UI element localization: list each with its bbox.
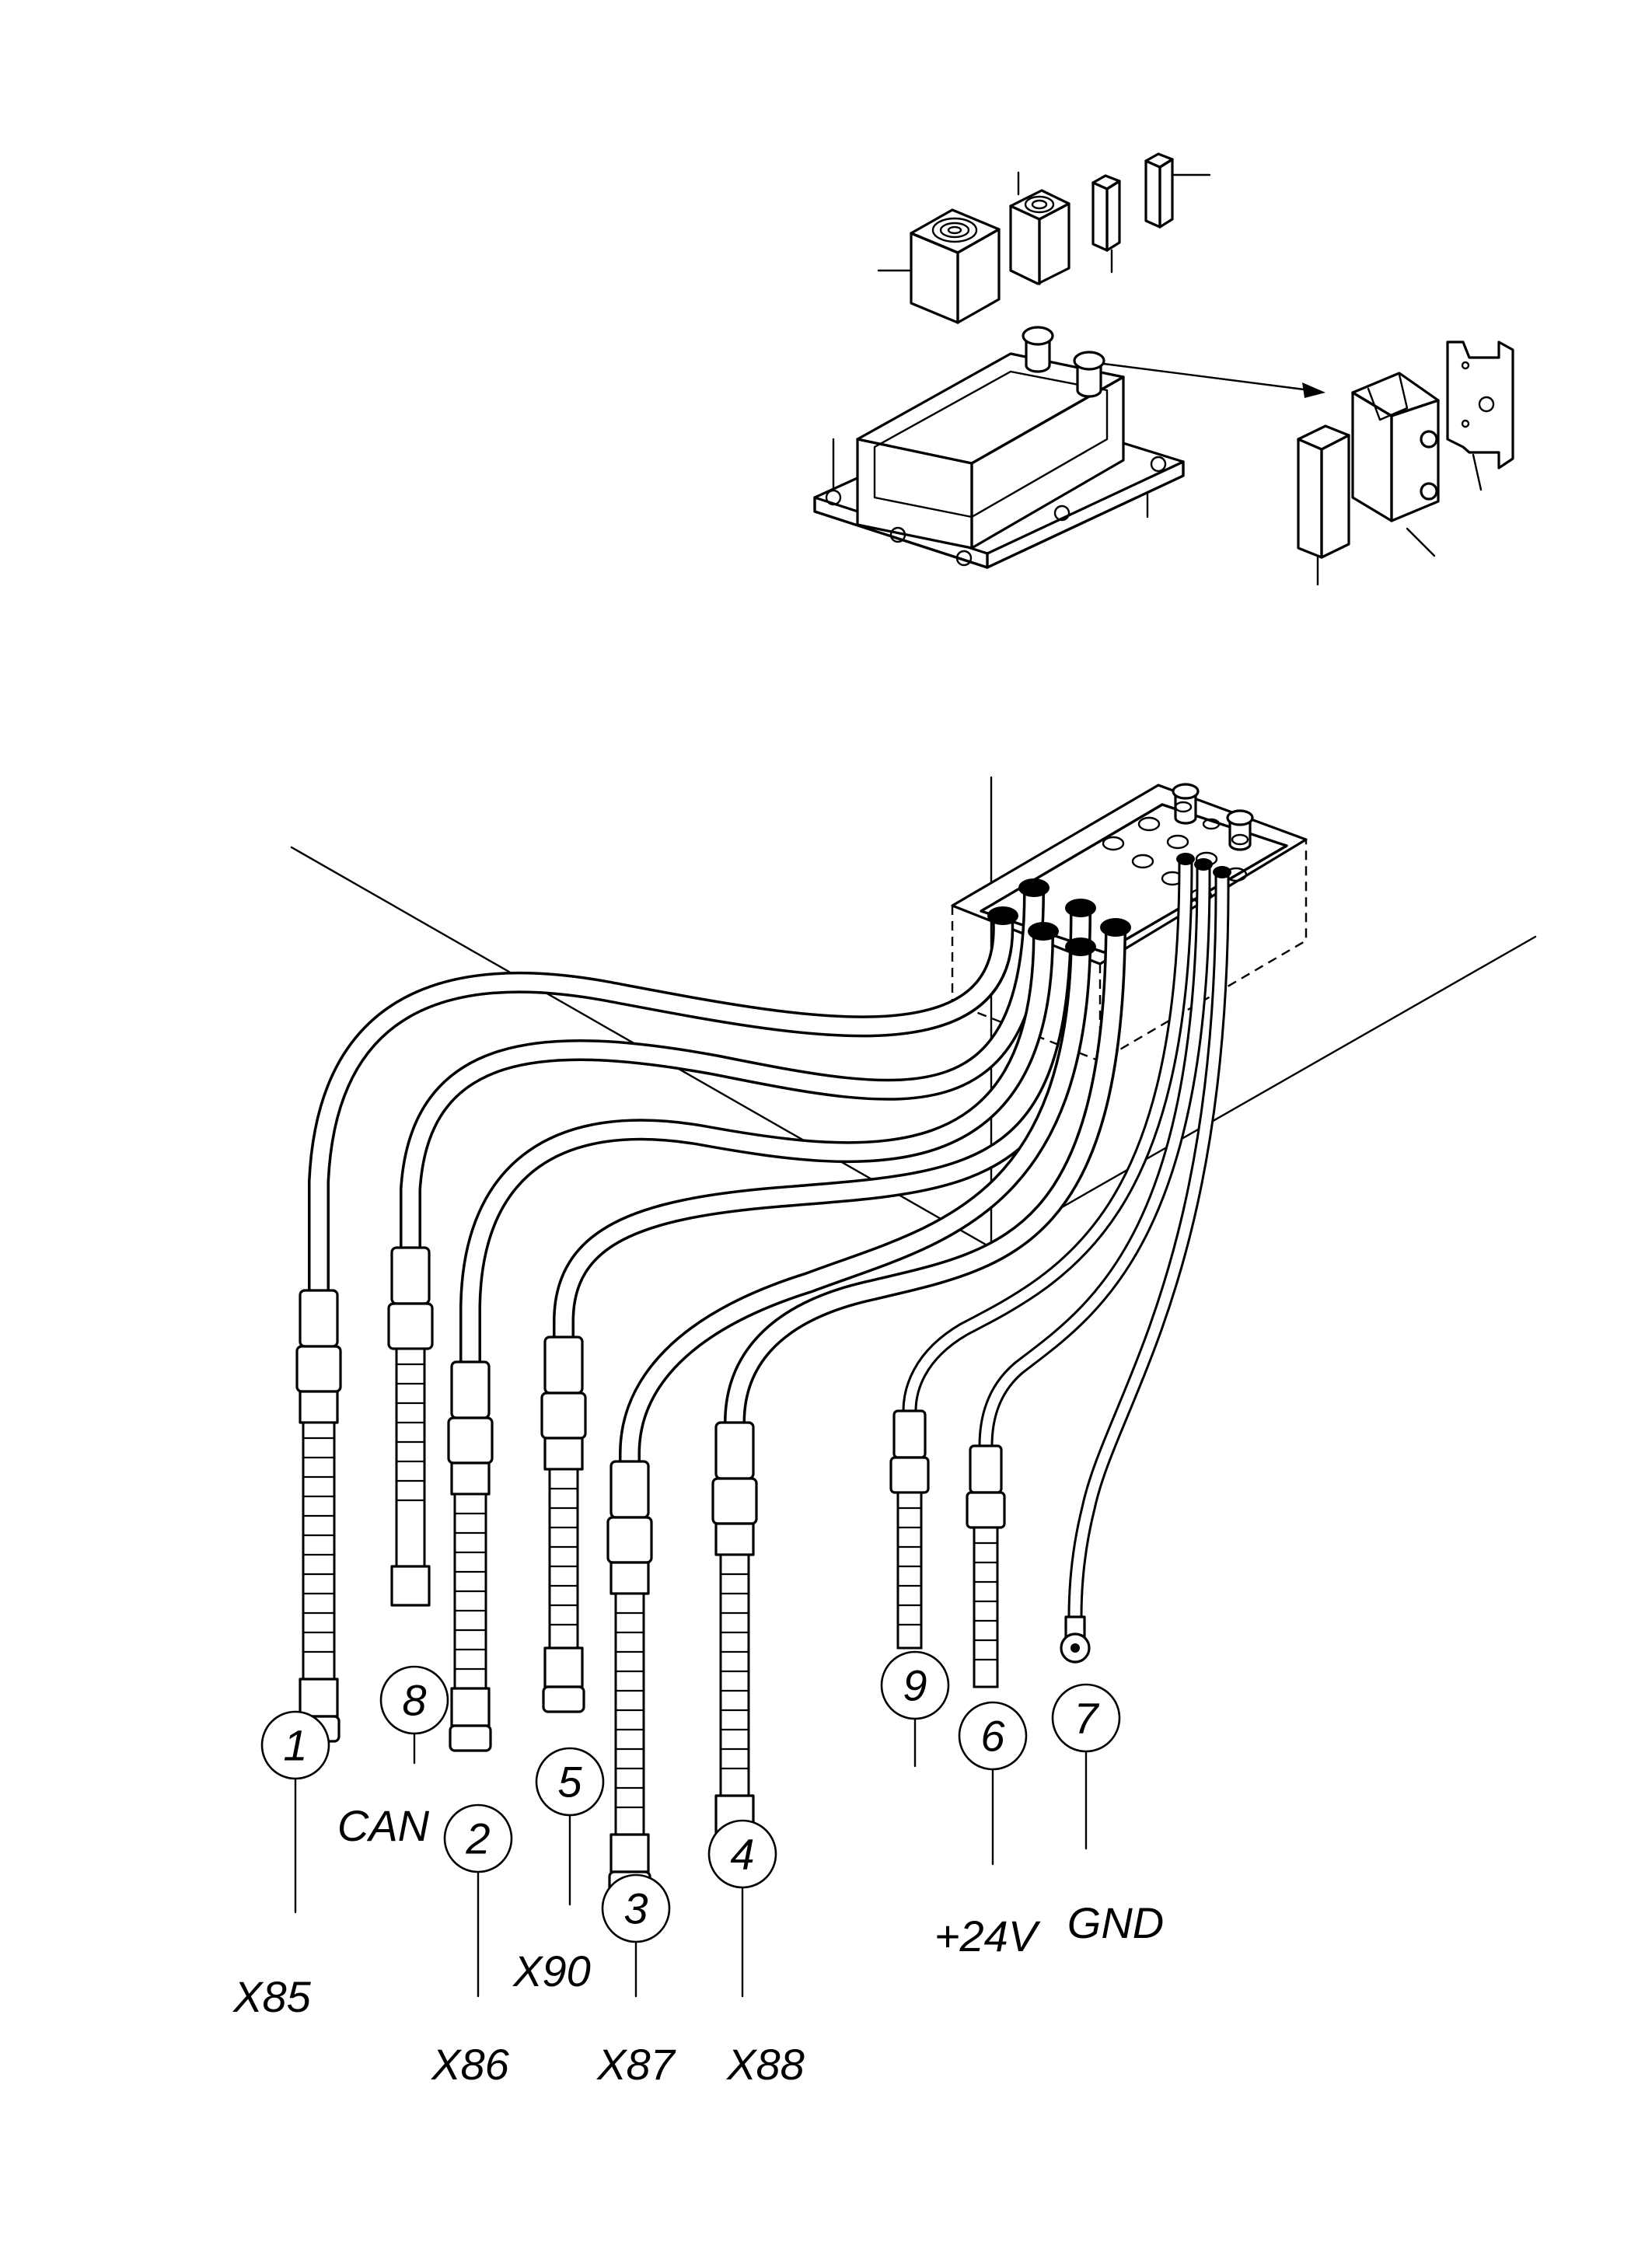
rubber-pad — [1297, 424, 1350, 586]
label-x85: X85 — [232, 1972, 311, 2021]
connector-9 — [889, 1409, 930, 1650]
callout-5: 5 — [535, 1747, 605, 1817]
callout-2: 2 — [443, 1803, 513, 1873]
svg-text:3: 3 — [623, 1884, 648, 1933]
svg-text:6: 6 — [980, 1712, 1005, 1761]
callout-3: 3 — [601, 1873, 671, 1943]
svg-text:7: 7 — [1074, 1694, 1099, 1743]
connector-6 — [966, 1444, 1006, 1688]
callout-9: 9 — [880, 1650, 950, 1720]
pin-insert-small-1 — [1091, 174, 1121, 274]
connector-3 — [606, 1460, 653, 1898]
harness-view: 1 8 2 5 3 4 9 6 — [232, 776, 1537, 2089]
svg-text:8: 8 — [402, 1676, 426, 1725]
cables — [308, 882, 1126, 1472]
exploded-view — [813, 152, 1514, 586]
svg-text:4: 4 — [730, 1830, 754, 1879]
label-x90: X90 — [512, 1947, 591, 1995]
svg-text:1: 1 — [283, 1721, 307, 1770]
thin-wires — [902, 855, 1230, 1625]
label-gnd: GND — [1067, 1898, 1164, 1947]
callout-8: 8 — [379, 1665, 449, 1735]
connector-8 — [387, 1246, 434, 1607]
connector-4 — [711, 1421, 758, 1859]
occupied-sockets — [987, 853, 1231, 956]
label-can: CAN — [337, 1801, 430, 1850]
label-x88: X88 — [725, 2040, 805, 2089]
ring-terminal-7 — [1060, 1615, 1091, 1664]
connector-housing-frame — [813, 326, 1185, 569]
svg-text:5: 5 — [557, 1758, 582, 1807]
reference-line-right — [990, 935, 1537, 1249]
connector-5 — [540, 1335, 587, 1713]
pin-insert-small-2 — [1144, 152, 1211, 229]
mounting-plate — [1446, 340, 1514, 491]
svg-text:9: 9 — [903, 1661, 927, 1710]
mounting-bracket — [1351, 372, 1440, 557]
label-x86: X86 — [430, 2040, 509, 2089]
square-insert-medium — [1009, 171, 1070, 285]
svg-text:2: 2 — [465, 1814, 490, 1863]
label-x87: X87 — [595, 2040, 676, 2089]
label-24v: +24V — [934, 1912, 1041, 1960]
callout-7: 7 — [1051, 1683, 1121, 1753]
callout-6: 6 — [958, 1701, 1028, 1771]
connector-2 — [447, 1360, 494, 1752]
assembly-arrow — [1102, 362, 1325, 398]
callout-4: 4 — [707, 1819, 777, 1889]
callout-1: 1 — [260, 1710, 330, 1780]
leader-lines — [294, 1718, 1088, 1998]
square-insert-large — [877, 208, 1001, 324]
connector-1 — [295, 1289, 342, 1743]
